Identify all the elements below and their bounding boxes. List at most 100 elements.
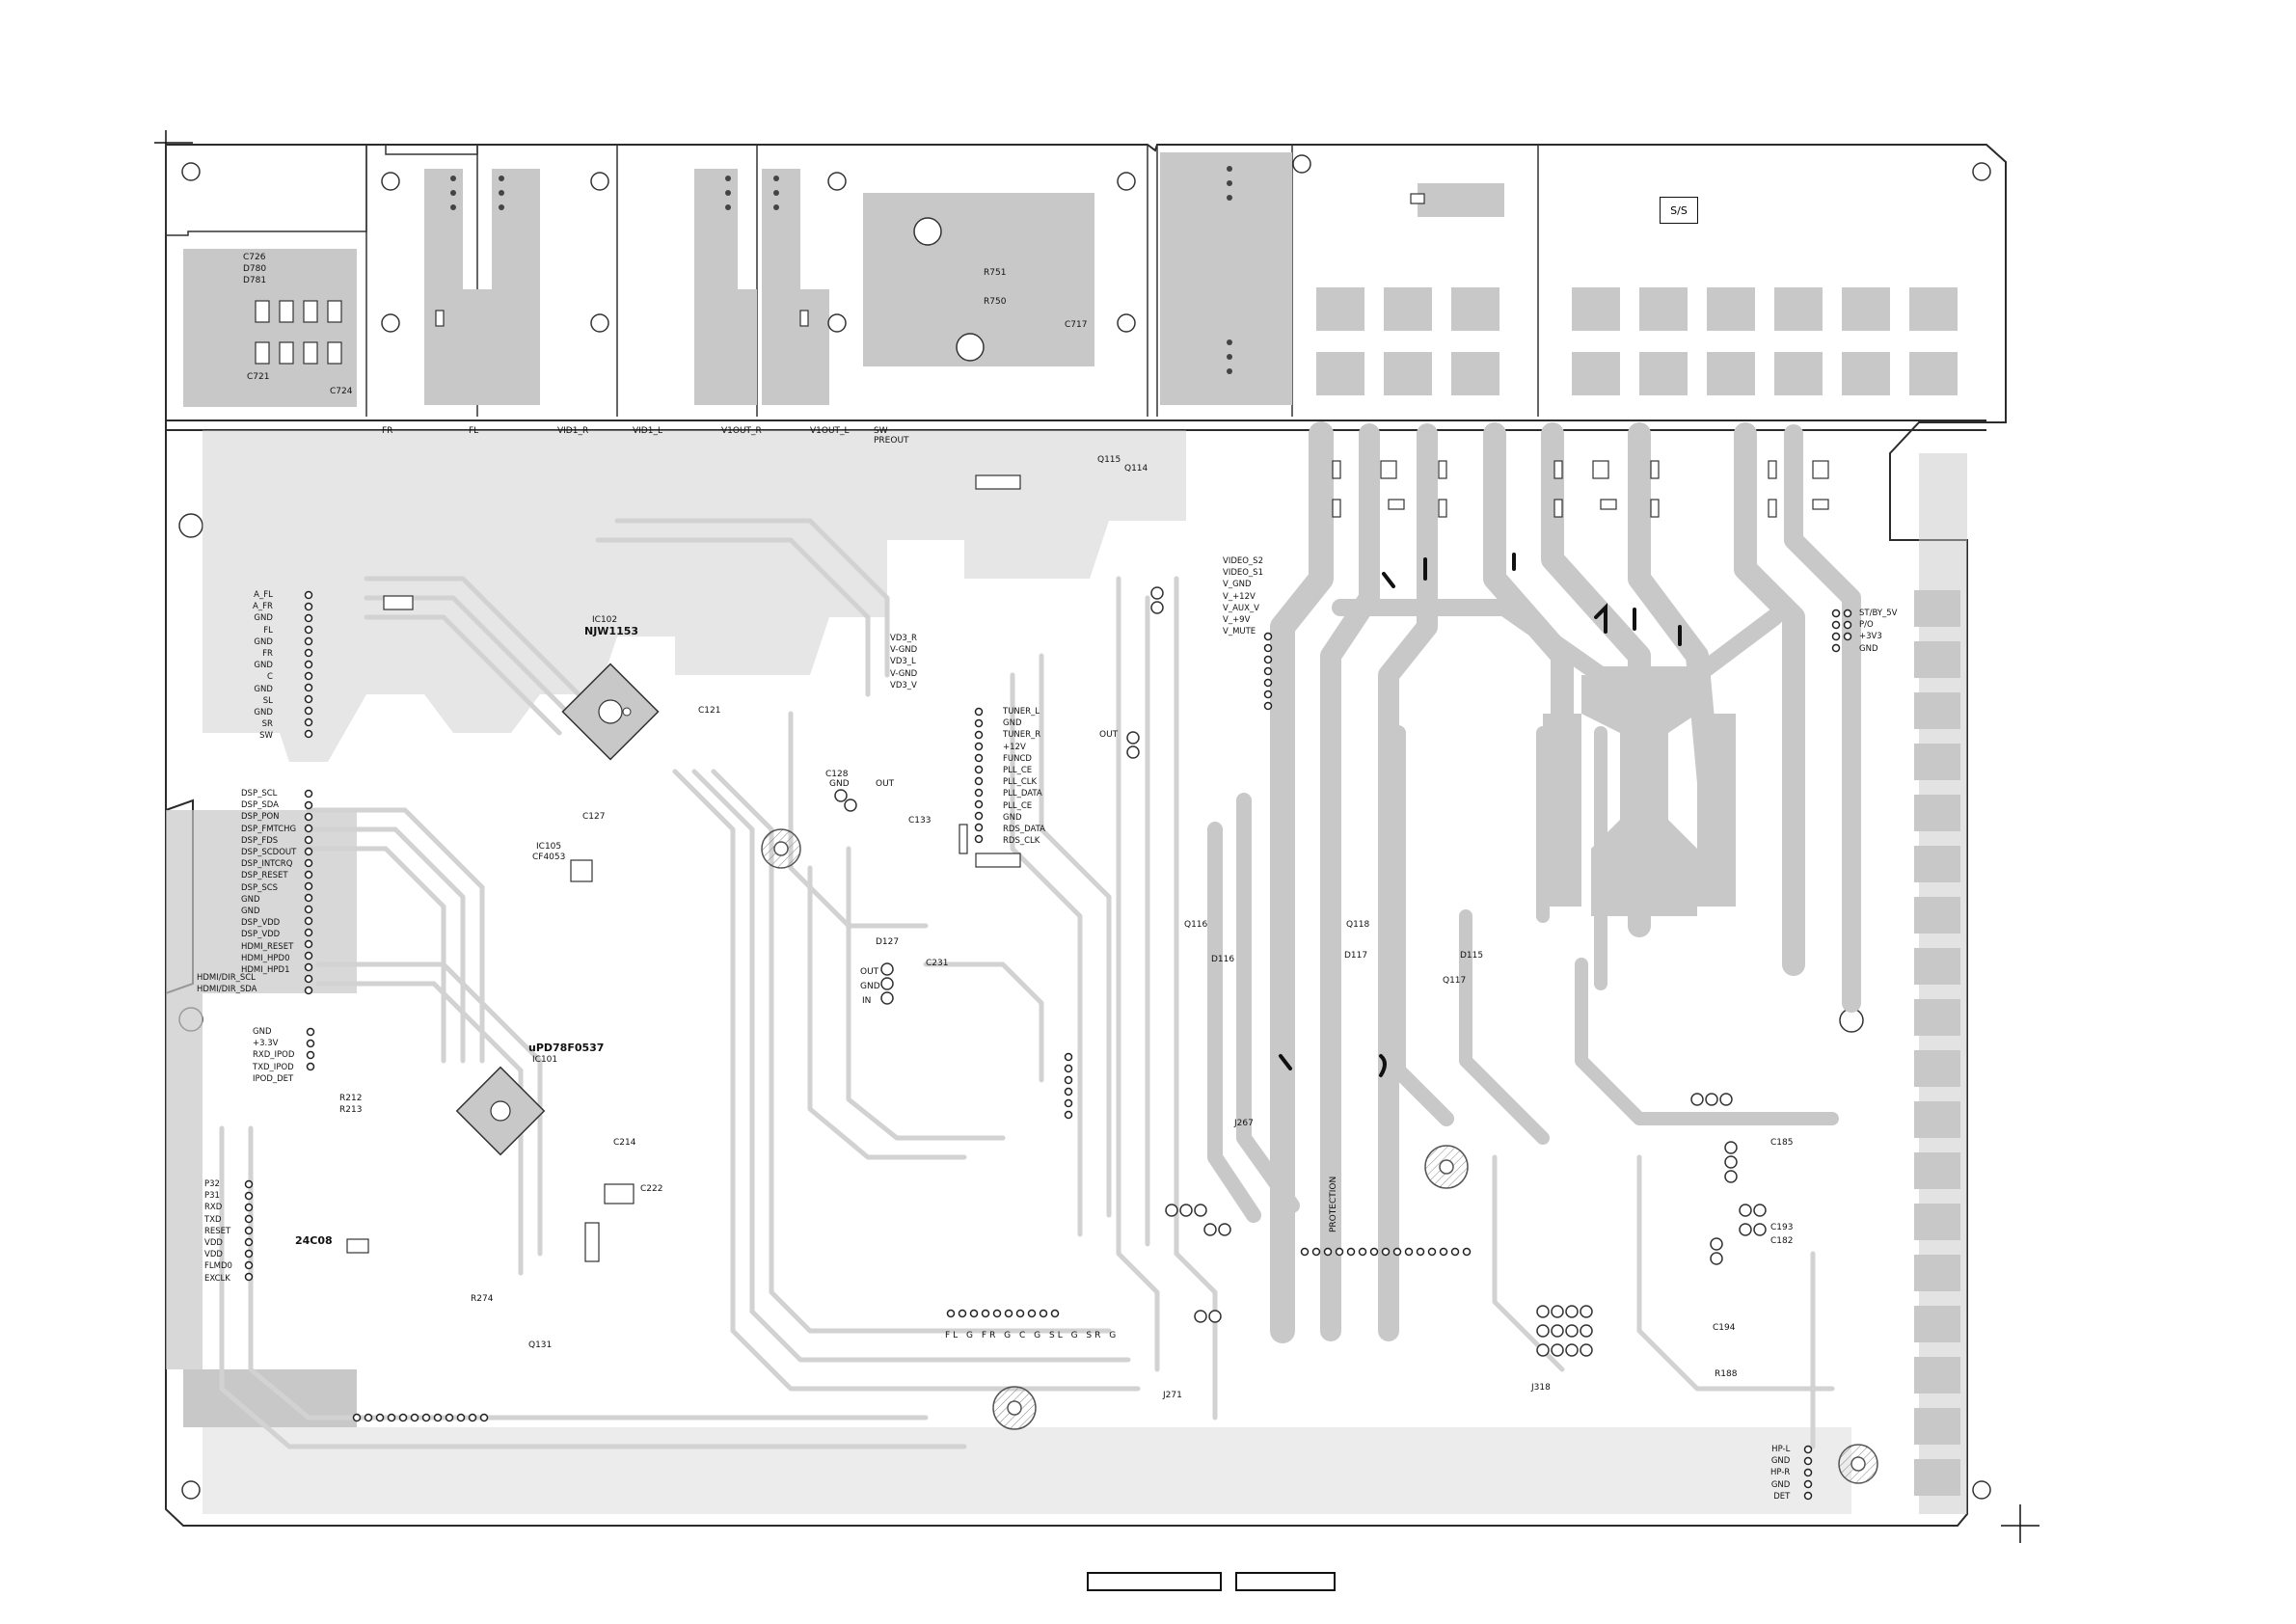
pin-label: SL xyxy=(262,695,273,706)
pin-label: P/O xyxy=(1859,620,1874,631)
pin-label: VDD xyxy=(204,1250,223,1260)
pin-label: TUNER_L xyxy=(1003,707,1040,717)
pin-label: DSP_SCS xyxy=(241,882,279,893)
pin-label: PLL_CE xyxy=(1003,766,1033,776)
pin-label: GND xyxy=(253,1027,272,1037)
pin-label: HDMI/DIR_SDA xyxy=(197,985,257,995)
dsp-connector-labels: DSP_SCL DSP_SDA DSP_PON DSP_FMTCHG DSP_F… xyxy=(241,788,296,976)
ref-c721: C721 xyxy=(247,372,270,382)
pin-label: DSP_RESET xyxy=(241,871,288,881)
label-out-2: OUT xyxy=(860,967,879,977)
protection-label: PROTECTION xyxy=(1329,1176,1338,1232)
pin-label: V-GND xyxy=(890,645,918,656)
pin-label: FL xyxy=(263,625,273,636)
pin-label: FUNCD xyxy=(1003,753,1032,764)
pin-label: HP-R xyxy=(1770,1468,1791,1478)
pin-label: VD3_R xyxy=(890,634,917,643)
standby-connector-labels: ST/BY_5V P/O +3V3 GND xyxy=(1859,608,1897,655)
label-fl: FL xyxy=(469,426,479,436)
label-v1out-r: V1OUT_R xyxy=(721,426,762,436)
pin-label: DSP_SDA xyxy=(241,800,279,811)
ic102-package xyxy=(561,663,660,761)
ref-d115: D115 xyxy=(1460,951,1484,961)
top-copper xyxy=(183,152,1504,407)
pin-label: HDMI_HPD1 xyxy=(241,965,290,976)
pin-label: VD3_V xyxy=(890,680,917,690)
pin-label: V_+12V xyxy=(1223,591,1256,602)
ref-d127: D127 xyxy=(876,937,900,947)
label-vid1-l: VID1_L xyxy=(633,426,662,436)
power-center-block xyxy=(1543,675,1736,916)
ref-c231: C231 xyxy=(926,959,949,968)
ic101-part: uPD78F0537 xyxy=(528,1042,605,1054)
ref-c128: C128 xyxy=(825,770,849,779)
power-traces xyxy=(1207,421,1861,1343)
pin-label: RDS_CLK xyxy=(1003,836,1040,847)
pin-label: DET xyxy=(1773,1491,1791,1502)
ref-c212: Q131 xyxy=(528,1340,553,1350)
pin-label: VIDEO_S2 xyxy=(1223,556,1263,566)
pin-label: HP-L xyxy=(1771,1445,1791,1454)
ref-c133: C133 xyxy=(908,816,932,826)
pin-label: GND xyxy=(254,661,273,671)
pin-label: GND xyxy=(254,613,273,624)
ground-pads xyxy=(761,828,1878,1484)
ic102-ref: IC102 xyxy=(592,615,618,625)
pin-label: GND xyxy=(241,894,260,905)
pin-label: GND xyxy=(1003,812,1022,823)
ic101-ref: IC101 xyxy=(532,1055,558,1065)
pin-label: P31 xyxy=(204,1191,220,1202)
ref-c726: C726 xyxy=(243,253,266,262)
pin-label: PLL_DATA xyxy=(1003,789,1042,799)
cf-bottom-labels: FL G FR G C G SL G SR G xyxy=(945,1331,1120,1340)
pin-label: GND xyxy=(254,684,273,694)
pin-label: +3.3V xyxy=(253,1039,279,1049)
standby-switch-label: S/S xyxy=(1660,197,1698,224)
label-out-3: OUT xyxy=(1099,730,1119,740)
label-fr: FR xyxy=(382,426,393,436)
headphone-connector-labels: HP-L GND HP-R GND DET xyxy=(1770,1444,1790,1502)
pin-label: SW xyxy=(259,731,273,742)
pin-label: EXCLK xyxy=(204,1273,230,1284)
ref-q114: Q114 xyxy=(1124,464,1148,474)
pin-label: DSP_VDD xyxy=(241,918,281,929)
pin-label: DSP_FMTCHG xyxy=(241,824,297,834)
label-v1out-l: V1OUT_L xyxy=(810,426,850,436)
pin-label: A_FL xyxy=(254,590,273,600)
connector-pads xyxy=(244,590,1852,1501)
pin-label: TXD xyxy=(204,1214,222,1225)
ipod-connector-labels: GND +3.3V RXD_IPOD TXD_IPOD IPOD_DET xyxy=(253,1026,294,1085)
ref-c717: C717 xyxy=(1065,320,1088,330)
ref-r750: R750 xyxy=(984,297,1007,307)
left-connector-labels: A_FL A_FR GND FL GND FR GND C GND SL GND… xyxy=(253,589,273,743)
ref-c127: C127 xyxy=(582,812,606,822)
pin-label: HDMI/DIR_SCL xyxy=(197,973,256,983)
pin-label: GND xyxy=(1770,1456,1791,1467)
pin-label: +3V3 xyxy=(1859,632,1882,642)
pin-label: ST/BY_5V xyxy=(1859,609,1898,618)
ref-j267: J271 xyxy=(1163,1391,1182,1400)
pin-label: PLL_CE xyxy=(1003,800,1033,811)
label-out-1: OUT xyxy=(876,779,895,789)
ref-j318: C222 xyxy=(640,1184,663,1194)
pin-label: GND xyxy=(254,636,273,647)
ref-j271: J318 xyxy=(1531,1383,1551,1393)
label-sw-preout: SW PREOUT xyxy=(874,426,909,446)
hdmi-dir-labels: HDMI/DIR_SCL HDMI/DIR_SDA xyxy=(197,972,257,995)
pin-label: VIDEO_S1 xyxy=(1223,568,1263,579)
via-dots xyxy=(450,166,1232,374)
pin-label: VDD xyxy=(204,1238,223,1249)
pin-label: FR xyxy=(262,649,273,660)
pin-label: SR xyxy=(261,719,273,730)
pin-label: PLL_CLK xyxy=(1003,777,1038,788)
title-block xyxy=(1087,1572,1336,1591)
eeprom-part: 24C08 xyxy=(295,1234,333,1247)
video-connector-labels: VD3_R V-GND VD3_L V-GND VD3_V xyxy=(890,633,917,691)
power-connector-labels: VIDEO_S2 VIDEO_S1 V_GND V_+12V V_AUX_V V… xyxy=(1223,555,1263,637)
ref-c222: C214 xyxy=(613,1138,636,1148)
pin-label: HDMI_HPD0 xyxy=(241,953,290,963)
pin-label: RXD_IPOD xyxy=(253,1050,295,1061)
ref-r188: C194 xyxy=(1713,1323,1736,1333)
pin-label: GND xyxy=(241,907,260,917)
pin-label: A_FR xyxy=(253,602,273,612)
